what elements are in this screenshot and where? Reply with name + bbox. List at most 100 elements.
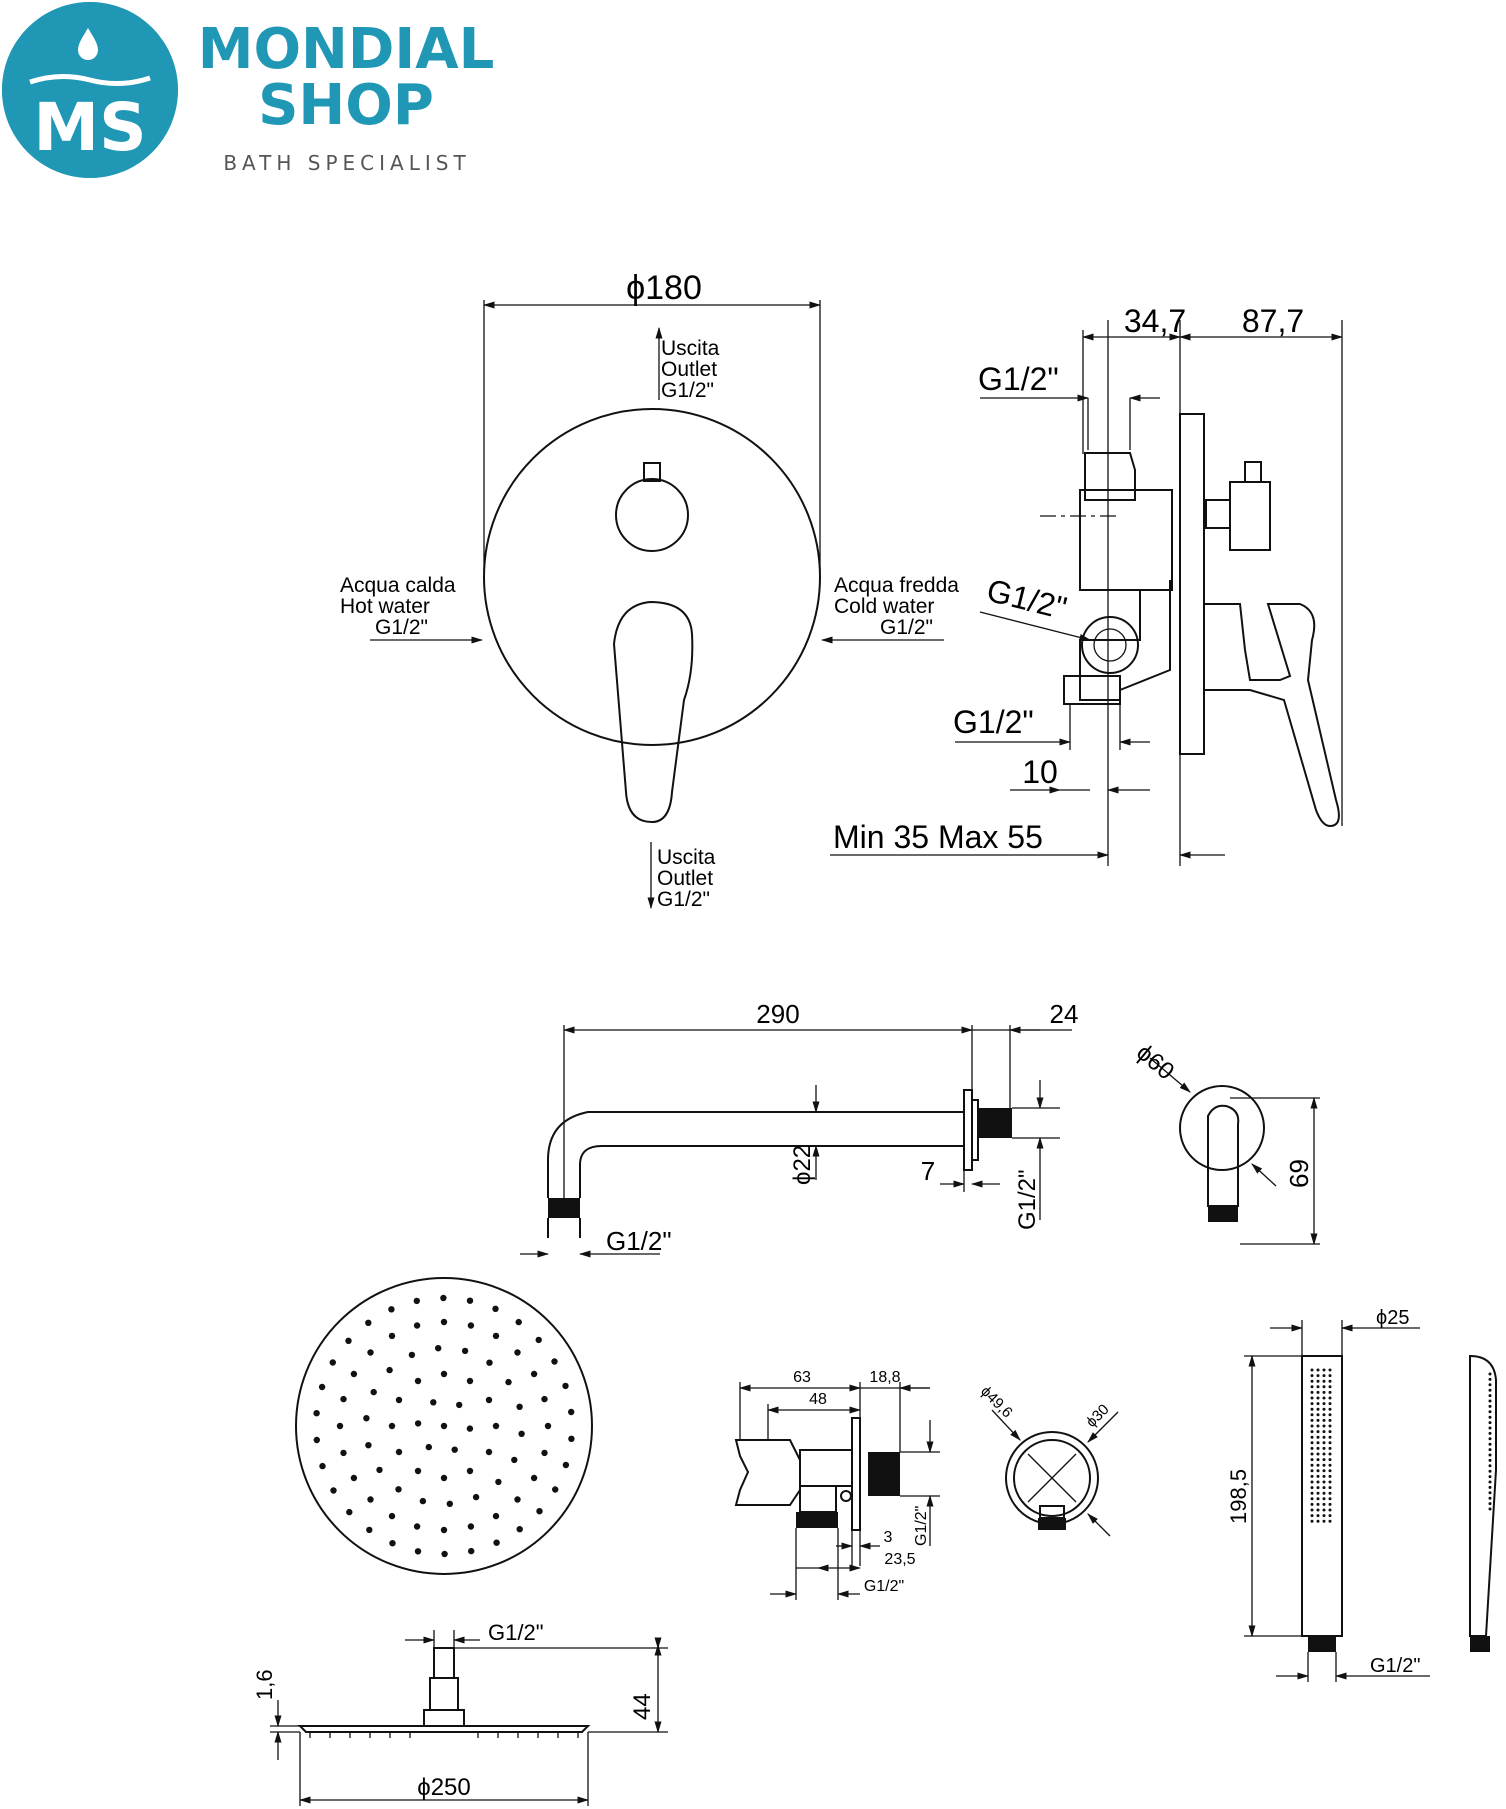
hand-hole-dot [1310,1474,1314,1478]
nozzle-dot [350,1370,358,1378]
hand-hole-dot [1310,1374,1314,1378]
hand-hole-dot [1316,1502,1320,1506]
hand-hole-dot [1328,1452,1332,1456]
hand-hole-dot [1328,1430,1332,1434]
nozzle-dot [440,1318,448,1326]
nozzle-dot [535,1336,542,1344]
hand-hole-dot [1322,1446,1326,1450]
side-thread-top: G1/2" [978,361,1059,397]
nozzle-dot [468,1547,475,1555]
hand-hole-dot [1322,1469,1326,1473]
outlet-bottom-l1: Uscita [657,846,716,869]
nozzle-dot [440,1422,448,1430]
hand-hole-dot [1310,1497,1314,1501]
shower-head-side-view: G1/2" 44 1,6 ϕ250 [252,1620,668,1806]
hand-hole-dot [1310,1514,1314,1518]
outlet-dim-63: 63 [793,1369,811,1386]
hand-hole-dot [1322,1424,1326,1428]
hand-hole-dot [1328,1441,1332,1445]
hot-water-l1: Acqua calda [340,574,456,597]
hand-hole-dot [1310,1480,1314,1484]
nozzle-dot [536,1508,543,1515]
nozzle-dot [516,1403,523,1411]
nozzle-dot [425,1443,432,1451]
hand-side-hole-dot [1488,1388,1492,1392]
hand-hole-dot [1322,1508,1326,1512]
hand-hole-dot [1328,1396,1332,1400]
nozzle-dot [313,1410,320,1417]
hand-hole-dot [1310,1502,1314,1506]
outlet-top-l1: Uscita [661,337,720,360]
nozzle-dot [363,1415,370,1422]
brand-logo: MS MONDIAL SHOP BATH SPECIALIST [1,2,494,178]
hand-hole-dot [1322,1486,1326,1490]
hand-side-hole-dot [1488,1496,1492,1500]
hand-hole-dot [1322,1480,1326,1484]
outlet-dim-3: 3 [884,1529,893,1546]
nozzle-dot [505,1378,512,1386]
hand-hole-dot [1310,1452,1314,1456]
hand-hole-dot [1328,1474,1332,1478]
hand-hole-dot [1328,1458,1332,1462]
nozzle-dot [493,1539,500,1546]
hand-hole-dot [1316,1458,1320,1462]
arm-end-view: ϕ60 69 [1131,1039,1320,1246]
hand-hole-dot [1322,1452,1326,1456]
nozzle-dot [395,1448,403,1456]
nozzle-dot [514,1349,521,1356]
nozzle-dot [441,1550,448,1558]
head-diameter-label: ϕ250 [417,1774,470,1801]
hand-shower-thread: G1/2" [1370,1655,1420,1677]
hand-side-hole-dot [1488,1431,1492,1435]
outlet-dim-48: 48 [809,1391,827,1408]
nozzle-dot [388,1332,396,1340]
hand-hole-dot [1328,1514,1332,1518]
nozzle-dot [466,1297,474,1304]
nozzle-dot [370,1388,377,1396]
nozzle-dot [446,1500,453,1508]
outlet-thread-side: G1/2" [913,1506,930,1546]
hand-hole-dot [1316,1374,1320,1378]
hand-hole-dot [1310,1368,1314,1372]
hand-side-hole-dot [1488,1480,1492,1484]
mixer-front-view: ϕ180 Uscita Outlet G1/2" Acqua calda Hot… [340,269,959,911]
end-view-dia-label: ϕ60 [1131,1039,1179,1085]
hand-hole-dot [1322,1402,1326,1406]
hand-hole-dot [1328,1463,1332,1467]
hand-hole-dot [1328,1497,1332,1501]
nozzle-dot [511,1456,518,1464]
dim-87-7: 87,7 [1242,303,1304,339]
hand-side-hole-dot [1488,1485,1492,1489]
hand-hole-dot [1328,1407,1332,1411]
hand-hole-dot [1316,1407,1320,1411]
hand-hole-dot [1328,1508,1332,1512]
side-thread-low: G1/2" [953,704,1034,740]
hand-hole-dot [1316,1469,1320,1473]
hand-hole-dot [1322,1396,1326,1400]
brand-tagline: BATH SPECIALIST [223,151,470,175]
hand-hole-dot [1316,1385,1320,1389]
hand-hole-dot [1310,1446,1314,1450]
nozzle-dot [440,1526,448,1534]
hand-hole-dot [1316,1435,1320,1439]
nozzle-dot [350,1474,358,1482]
dim-10: 10 [1022,754,1058,790]
nozzle-dot [435,1345,442,1352]
nozzle-dot [492,1305,499,1313]
hand-hole-dot [1328,1469,1332,1473]
hand-hole-dot [1322,1458,1326,1462]
hand-hole-dot [1322,1497,1326,1501]
outlet-top-l3: G1/2" [661,379,714,402]
depth-range-label: Min 35 Max 55 [833,819,1043,855]
arm-thread-wall: G1/2" [1014,1169,1041,1230]
nozzle-dot [340,1395,347,1403]
nozzle-dot [492,1332,500,1340]
hand-hole-dot [1322,1491,1326,1495]
hand-hole-dot [1322,1418,1326,1422]
nozzle-dot [365,1319,372,1327]
hand-hole-dot [1310,1441,1314,1445]
hand-hole-dot [1328,1502,1332,1506]
nozzle-dot [388,1306,395,1313]
nozzle-dot [414,1467,422,1475]
